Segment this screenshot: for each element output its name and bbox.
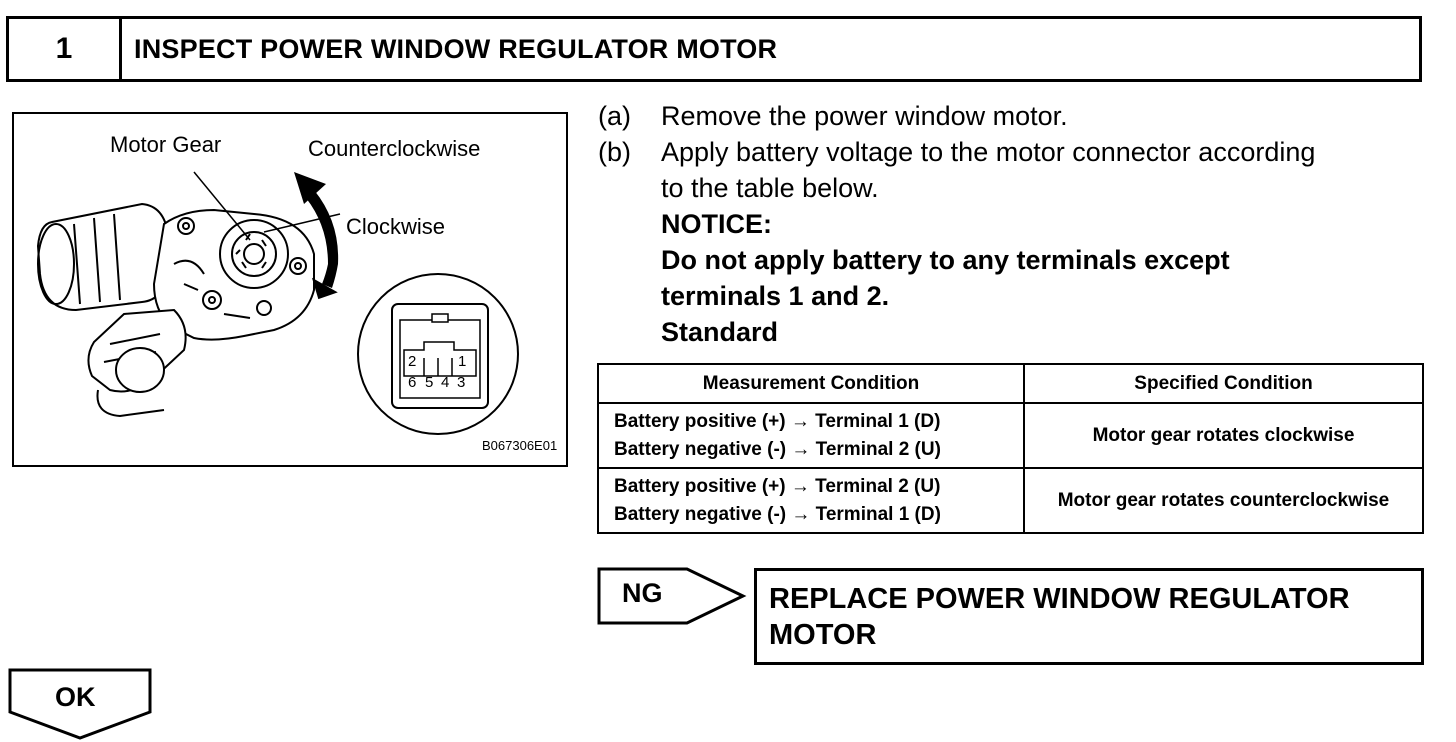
terminal-1-label: 1 <box>458 353 467 370</box>
motor-gear-label: Motor Gear <box>110 132 222 157</box>
figure-code: B067306E01 <box>482 438 558 453</box>
condition-line: Battery positive (+) → Terminal 1 (D) <box>614 410 941 432</box>
terminal-6-label: 6 <box>408 374 417 391</box>
condition-line: Battery negative (-) → Terminal 2 (U) <box>614 438 941 460</box>
motor-drawing <box>36 171 519 435</box>
column-header: Specified Condition <box>1023 363 1424 404</box>
notice-heading: NOTICE: <box>661 209 772 239</box>
specified-condition: Motor gear rotates clockwise <box>1023 402 1424 469</box>
step-b-text: Apply battery voltage to the motor conne… <box>661 137 1316 167</box>
step-b-text-cont: to the table below. <box>661 173 879 203</box>
step-a: (a) Remove the power window motor. <box>598 98 1428 134</box>
measurement-condition: Battery positive (+) → Terminal 2 (U) Ba… <box>597 467 1025 534</box>
condition-line: Battery positive (+) → Terminal 2 (U) <box>614 475 941 497</box>
ng-action-line: REPLACE POWER WINDOW REGULATOR <box>769 583 1350 615</box>
step-number: 1 <box>9 19 122 79</box>
spec-table: Measurement Condition Specified Conditio… <box>597 363 1424 534</box>
step-title: INSPECT POWER WINDOW REGULATOR MOTOR <box>134 33 778 64</box>
notice-text-1: Do not apply battery to any terminals ex… <box>661 245 1230 275</box>
terminal-3-label: 3 <box>457 374 466 391</box>
terminal-2-label: 2 <box>408 353 417 370</box>
clockwise-label: Clockwise <box>346 214 446 239</box>
step-a-letter: (a) <box>598 101 631 131</box>
terminal-4-label: 4 <box>441 374 450 391</box>
column-header: Measurement Condition <box>597 363 1025 404</box>
table-row: Battery positive (+) → Terminal 1 (D) Ba… <box>597 402 1424 469</box>
ng-arrow-shape <box>597 567 747 625</box>
ok-arrow-shape <box>8 668 152 740</box>
step-b-letter: (b) <box>598 137 631 167</box>
instruction-steps: (a) Remove the power window motor. (b) A… <box>598 98 1428 350</box>
table-row: Battery positive (+) → Terminal 2 (U) Ba… <box>597 467 1424 534</box>
standard-heading: Standard <box>661 317 779 347</box>
ng-label: NG <box>622 578 663 608</box>
motor-illustration: Motor Gear Counterclockwise Clockwise 2 … <box>12 112 568 467</box>
terminal-5-label: 5 <box>425 374 434 391</box>
table-header-row: Measurement Condition Specified Conditio… <box>597 363 1424 404</box>
counterclockwise-label: Counterclockwise <box>308 136 481 161</box>
condition-line: Battery negative (-) → Terminal 1 (D) <box>614 503 941 525</box>
ng-action-line: MOTOR <box>769 619 877 651</box>
ng-action-box: REPLACE POWER WINDOW REGULATOR MOTOR <box>754 568 1424 665</box>
step-header: 1 INSPECT POWER WINDOW REGULATOR MOTOR <box>6 16 1422 82</box>
specified-condition: Motor gear rotates counterclockwise <box>1023 467 1424 534</box>
ok-label: OK <box>55 682 96 712</box>
step-b: (b) Apply battery voltage to the motor c… <box>598 134 1428 170</box>
step-a-text: Remove the power window motor. <box>661 101 1068 131</box>
notice-text-2: terminals 1 and 2. <box>661 281 890 311</box>
measurement-condition: Battery positive (+) → Terminal 1 (D) Ba… <box>597 402 1025 469</box>
